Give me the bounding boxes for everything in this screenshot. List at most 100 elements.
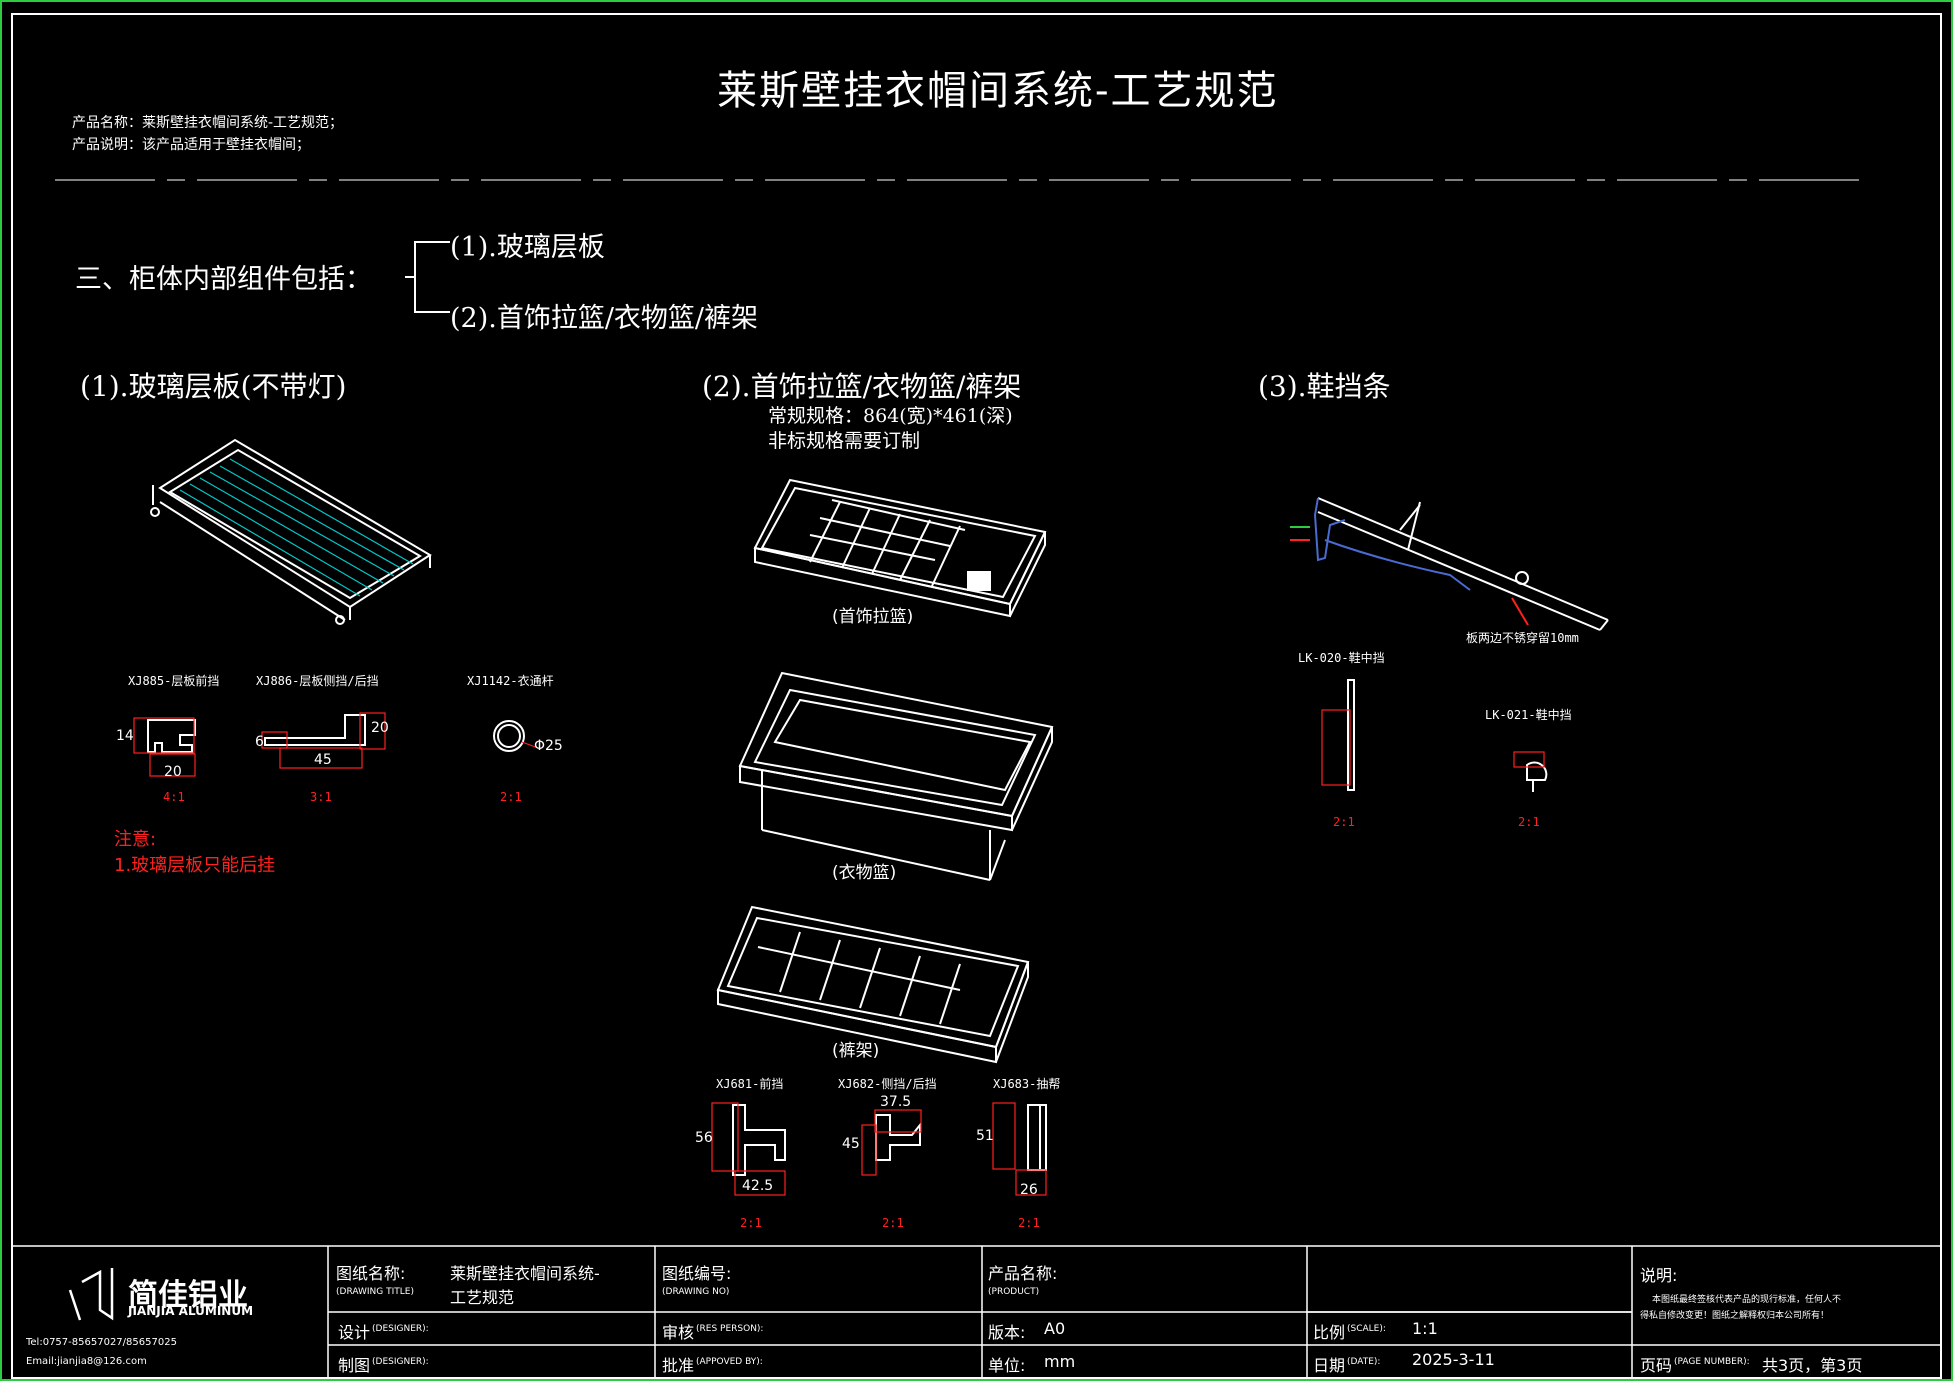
page-value: 共3页，第3页 (1762, 1356, 1863, 1375)
date-value: 2025-3-11 (1412, 1350, 1495, 1369)
dim-xj885-height: 14 (116, 728, 134, 744)
scale-xj886: 3:1 (310, 790, 332, 804)
dim-xj681-width: 42.5 (742, 1178, 774, 1194)
clothes-basket-drawing (738, 671, 1054, 881)
jewelry-basket-drawing (753, 478, 1047, 618)
shoe-stop-drawing (1290, 497, 1609, 631)
profile-xj885 (133, 717, 196, 777)
version-label: 版本: (988, 1323, 1026, 1342)
scale-sub: (SCALE): (1347, 1324, 1386, 1334)
profile-xj682 (861, 1109, 922, 1176)
approver-label: 批准 (662, 1356, 695, 1375)
company-logo-mark (68, 1268, 114, 1321)
product-desc-line: 产品说明：该产品适用于壁挂衣帽间； (72, 137, 310, 153)
title-block-grid (12, 1245, 1941, 1378)
profile-label-lk020: LK-020-鞋中挡 (1298, 651, 1385, 665)
profile-label-xj885: XJ885-层板前挡 (128, 674, 220, 688)
unit-label: 单位: (988, 1356, 1026, 1375)
unit-value: mm (1044, 1352, 1076, 1371)
panel2-heading: (2).首饰拉篮/衣物篮/裤架 (702, 370, 1022, 403)
drawing-no-label: 图纸编号: (662, 1264, 732, 1283)
scale-value: 1:1 (1412, 1319, 1438, 1338)
caption-trouser-rack: (裤架) (832, 1041, 880, 1061)
reviewer-label: 审核 (662, 1323, 695, 1342)
note-item: 1.玻璃层板只能后挂 (114, 855, 276, 876)
scale-xj683: 2:1 (1018, 1216, 1040, 1230)
dim-xj683-width: 26 (1020, 1182, 1038, 1198)
drawing-title-value-1: 莱斯壁挂衣帽间系统- (450, 1264, 600, 1283)
notes-label: 说明: (1640, 1266, 1678, 1285)
caption-jewelry-basket: (首饰拉篮) (832, 607, 914, 627)
glass-shelf-drawing (150, 438, 432, 625)
drafter-label: 制图 (338, 1356, 371, 1375)
profile-lk021 (1513, 751, 1548, 792)
panel3-heading: (3).鞋挡条 (1258, 370, 1391, 403)
notes-text-1: 本图纸最终签核代表产品的现行标准，任何人不 (1652, 1295, 1842, 1305)
inner-frame (11, 13, 1942, 1379)
dim-xj681-height: 56 (695, 1130, 713, 1146)
contact-tel: Tel:0757-85657027/85657025 (26, 1337, 177, 1348)
designer-label: 设计 (338, 1323, 371, 1342)
dim-xj682-width: 37.5 (880, 1094, 912, 1110)
profile-label-xj683: XJ683-抽帮 (993, 1077, 1061, 1091)
profile-label-xj681: XJ681-前挡 (716, 1077, 784, 1091)
drawing-title: 莱斯壁挂衣帽间系统-工艺规范 (717, 68, 1279, 114)
dim-xj683-height: 51 (976, 1128, 994, 1144)
logo-en: JIANJIA ALUMINUM (128, 1304, 254, 1318)
trouser-rack-drawing (716, 905, 1030, 1064)
drafter-sub: (DESIGNER): (372, 1357, 429, 1367)
dim-xj682-height: 45 (842, 1136, 860, 1152)
drawing-title-value-2: 工艺规范 (450, 1288, 515, 1307)
scale-xj682: 2:1 (882, 1216, 904, 1230)
profile-lk020 (1321, 679, 1355, 791)
drawing-title-sub: (DRAWING TITLE) (336, 1287, 414, 1297)
scale-label: 比例 (1313, 1323, 1346, 1342)
note-title: 注意: (114, 829, 157, 850)
date-label: 日期 (1313, 1356, 1346, 1375)
dim-xj886-height: 20 (371, 720, 389, 736)
reviewer-sub: (RES PERSON): (696, 1324, 764, 1334)
profile-xj681 (711, 1102, 786, 1196)
dim-xj886-length: 45 (314, 752, 332, 768)
profile-label-xj682: XJ682-侧挡/后挡 (838, 1077, 937, 1091)
page-sub: (PAGE NUMBER): (1674, 1357, 1750, 1367)
profile-label-lk021: LK-021-鞋中挡 (1485, 708, 1572, 722)
product-name-line: 产品名称：莱斯壁挂衣帽间系统-工艺规范； (72, 115, 344, 131)
scale-xj1142: 2:1 (500, 790, 522, 804)
profile-xj683 (992, 1102, 1047, 1196)
date-sub: (DATE): (1347, 1357, 1381, 1367)
approver-sub: (APPOVED BY): (696, 1357, 763, 1367)
logo-cn: 简佳铝业 (128, 1278, 248, 1313)
shoe-stop-callout: 板两边不锈穿留10mm (1466, 631, 1579, 645)
profile-label-xj886: XJ886-层板侧挡/后挡 (256, 674, 379, 688)
designer-sub: (DESIGNER): (372, 1324, 429, 1334)
section-bracket (414, 241, 450, 313)
scale-lk021: 2:1 (1518, 815, 1540, 829)
panel1-heading: (1).玻璃层板(不带灯) (80, 370, 347, 403)
dim-xj1142-diameter: Φ25 (534, 738, 563, 754)
product-sub: (PRODUCT) (988, 1287, 1040, 1297)
product-label: 产品名称: (988, 1264, 1058, 1283)
dim-xj886-thickness: 6 (255, 734, 264, 750)
scale-lk020: 2:1 (1333, 815, 1355, 829)
scale-xj885: 4:1 (163, 790, 185, 804)
scale-xj681: 2:1 (740, 1216, 762, 1230)
profile-label-xj1142: XJ1142-衣通杆 (467, 674, 554, 688)
drawing-title-label: 图纸名称: (336, 1264, 406, 1283)
version-value: A0 (1044, 1319, 1066, 1338)
spec-line: 常规规格：864(宽)*461(深) (768, 405, 1013, 427)
page-label: 页码 (1640, 1356, 1673, 1375)
notes-text-2: 得私自修改变更！图纸之解释权归本公司所有！ (1640, 1311, 1830, 1321)
custom-spec-line: 非标规格需要订制 (768, 430, 921, 452)
contact-email: Email:jianjia8@126.com (26, 1356, 147, 1367)
drawing-no-sub: (DRAWING NO) (662, 1287, 730, 1297)
bracket-item-2: (2).首饰拉篮/衣物篮/裤架 (450, 303, 759, 334)
dim-xj885-width: 20 (164, 764, 182, 780)
section-heading: 三、柜体内部组件包括： (75, 264, 372, 295)
caption-clothes-basket: (衣物篮) (832, 863, 897, 883)
profile-xj886 (261, 712, 386, 769)
bracket-item-1: (1).玻璃层板 (450, 232, 605, 263)
profile-xj1142 (493, 720, 539, 752)
